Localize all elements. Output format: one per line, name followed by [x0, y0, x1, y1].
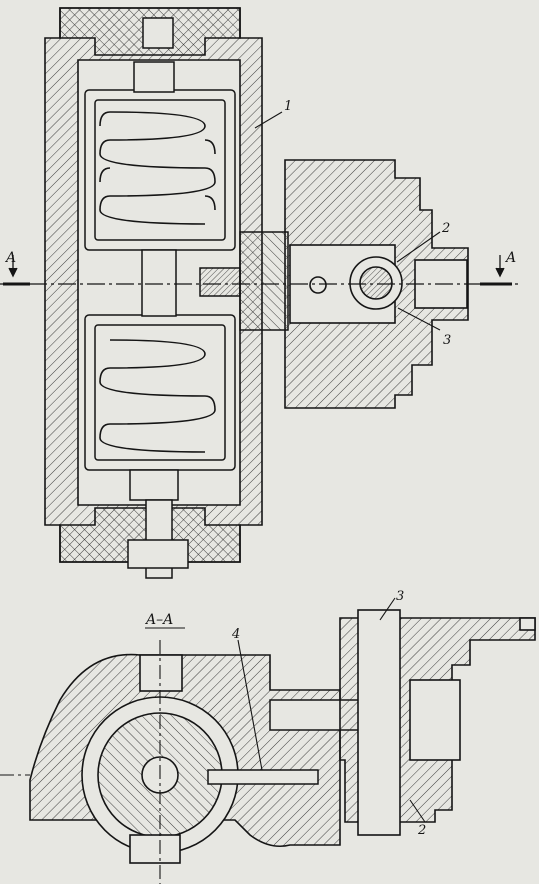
section-mark-right: A [504, 250, 516, 266]
pin-block [199, 231, 289, 331]
callout-3-bottom: 3 [396, 589, 404, 604]
section-title: A–A [144, 612, 173, 628]
callout-1: 1 [284, 99, 292, 114]
section-mark-left: A [4, 250, 16, 266]
central-rod [127, 17, 189, 579]
right-cover-bottom [339, 609, 536, 836]
upper-spring-coils [99, 111, 216, 225]
lower-spring-coils [99, 339, 216, 453]
leader-lines-bottom [0, 597, 426, 884]
callout-4-bottom: 4 [231, 627, 240, 642]
callout-3-top: 3 [443, 333, 451, 348]
section-body [29, 653, 341, 864]
callout-2-bottom: 2 [417, 823, 426, 838]
section-line-a [0, 255, 520, 286]
callout-2-top: 2 [441, 221, 450, 236]
leader-lines-top [254, 111, 441, 331]
